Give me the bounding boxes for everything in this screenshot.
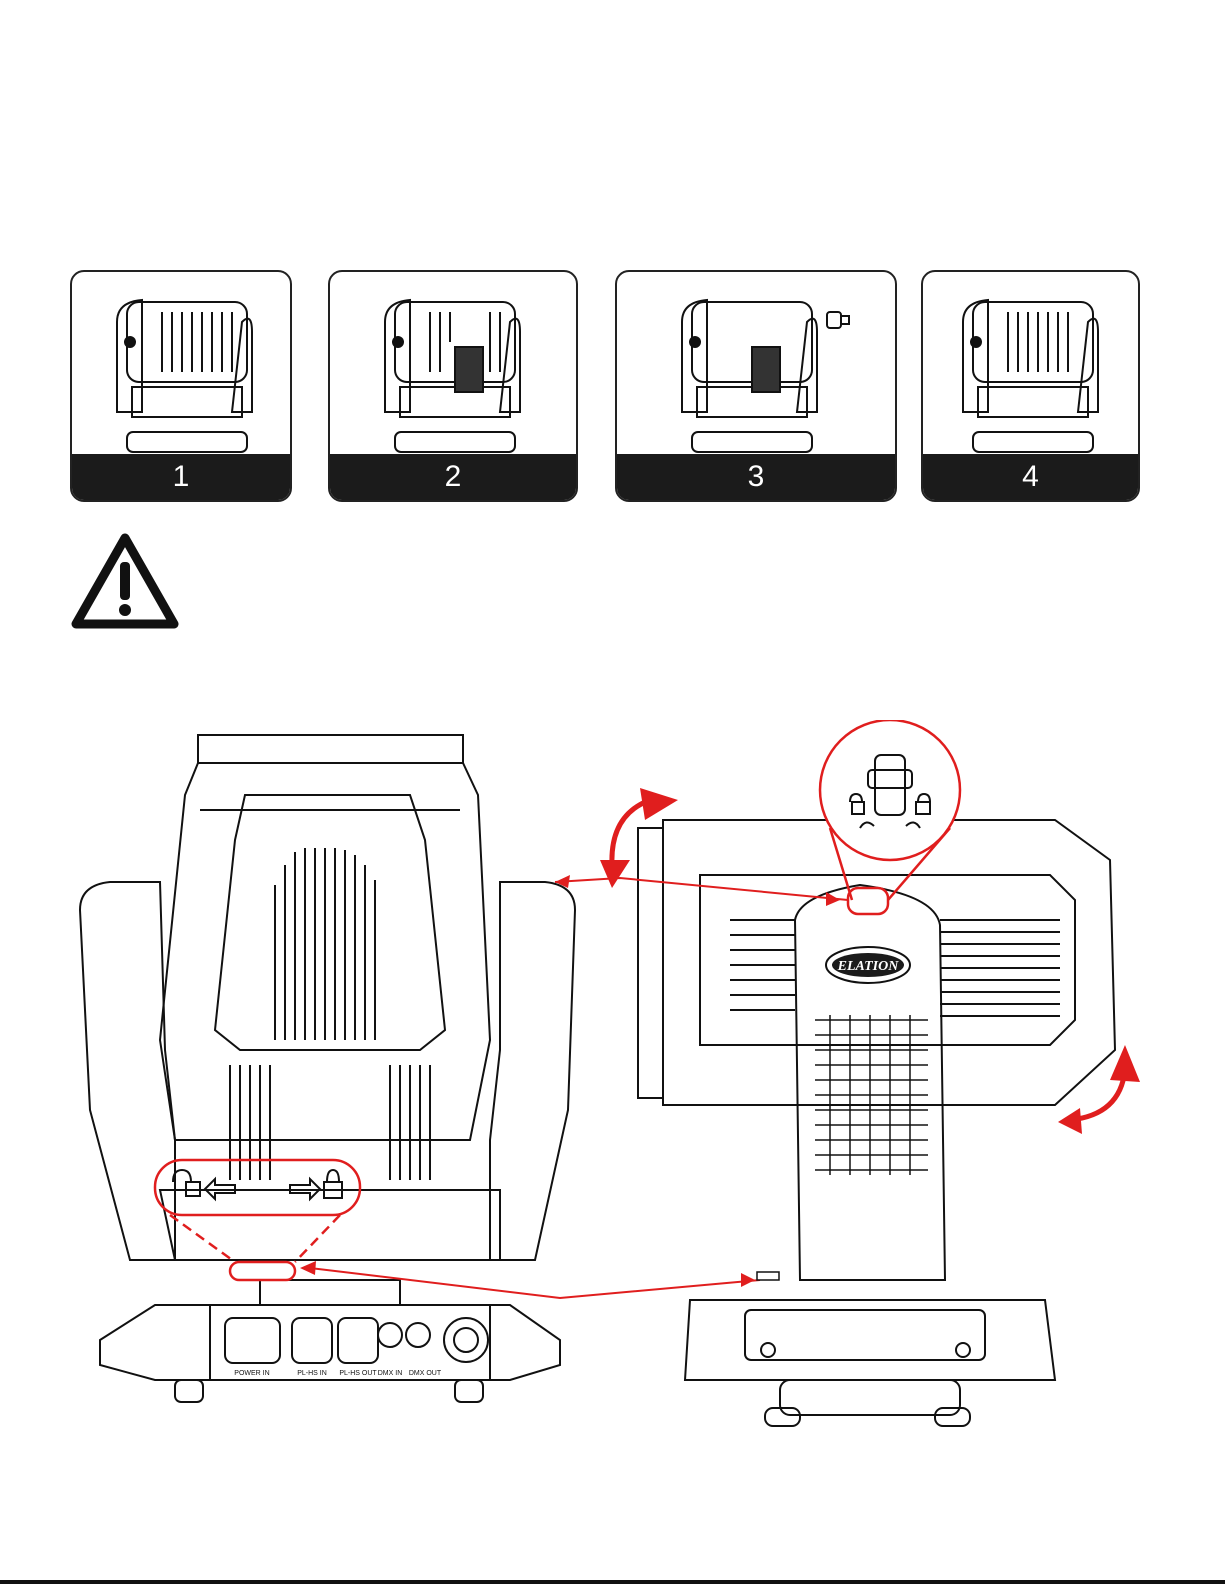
page-bottom-rule [0, 1580, 1225, 1584]
front-view [80, 735, 575, 1402]
side-view [638, 820, 1115, 1426]
fixture-technical-drawing: POWER IN PL-HS IN PL-HS OUT DMX IN DMX O… [0, 720, 1225, 1460]
padlock-closed-icon [290, 1170, 342, 1199]
step-number: 1 [72, 454, 290, 500]
step-card-4: 4 [921, 270, 1140, 502]
fixture-illustration [923, 272, 1140, 462]
connector-label: PL-HS OUT [339, 1370, 377, 1377]
elation-logo: ELATION [832, 953, 904, 977]
step-card-1: 1 [70, 270, 292, 502]
fixture-illustration [330, 272, 578, 462]
connector-label: DMX IN [378, 1370, 403, 1377]
warning-triangle-icon [70, 530, 180, 630]
removed-lamp-icon [827, 312, 849, 328]
tilt-lock-callout [155, 1160, 360, 1280]
padlock-open-icon [173, 1170, 235, 1199]
fixture-illustration [72, 272, 292, 462]
step-number: 4 [923, 454, 1138, 500]
connector-label: PL-HS IN [297, 1370, 327, 1377]
svg-text:ELATION: ELATION [837, 959, 900, 974]
step-number: 2 [330, 454, 576, 500]
step-number: 3 [617, 454, 895, 500]
step-card-3: 3 [615, 270, 897, 502]
step-card-2: 2 [328, 270, 578, 502]
fixture-illustration [617, 272, 897, 462]
connector-label: POWER IN [234, 1370, 269, 1377]
pan-lock-callout [820, 720, 960, 914]
connector-label: DMX OUT [409, 1370, 442, 1377]
